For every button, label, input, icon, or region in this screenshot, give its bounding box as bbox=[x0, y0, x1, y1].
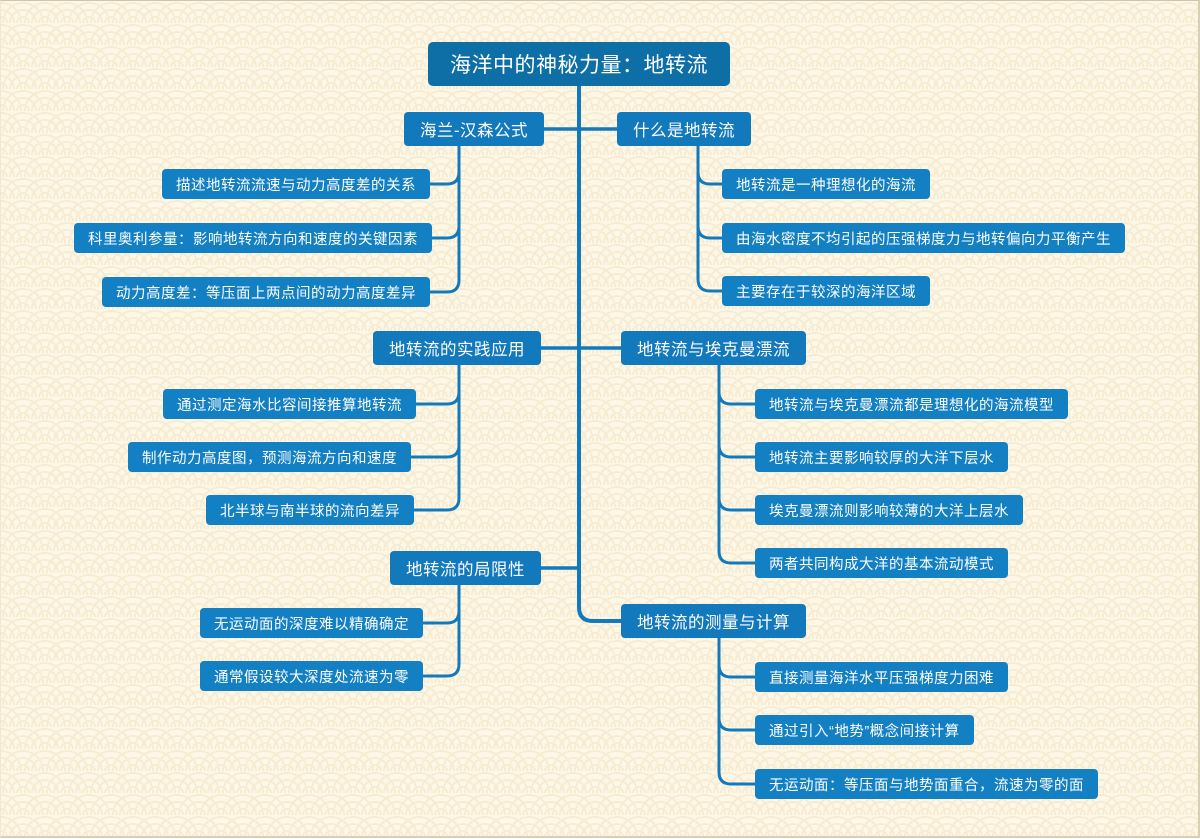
leaf-node-measurement-calculation-1[interactable]: 通过引入“地势”概念间接计算 bbox=[755, 715, 974, 745]
leaf-node-hailan-hansen-0-label: 描述地转流流速与动力高度差的关系 bbox=[176, 177, 416, 194]
branch-node-what-is-geostrophic-label: 什么是地转流 bbox=[633, 122, 735, 140]
leaf-node-practical-application-0-label: 通过测定海水比容间接推算地转流 bbox=[177, 397, 402, 414]
leaf-node-practical-application-1[interactable]: 制作动力高度图，预测海流方向和速度 bbox=[128, 442, 411, 472]
leaf-node-hailan-hansen-2-label: 动力高度差：等压面上两点间的动力高度差异 bbox=[116, 285, 416, 302]
leaf-node-limitations-0[interactable]: 无运动面的深度难以精确确定 bbox=[200, 608, 423, 638]
leaf-node-hailan-hansen-2[interactable]: 动力高度差：等压面上两点间的动力高度差异 bbox=[102, 277, 430, 307]
leaf-node-limitations-1-label: 通常假设较大深度处流速为零 bbox=[214, 669, 409, 686]
leaf-node-hailan-hansen-0[interactable]: 描述地转流流速与动力高度差的关系 bbox=[162, 169, 430, 199]
branch-node-practical-application-label: 地转流的实践应用 bbox=[389, 341, 525, 359]
leaf-node-geostrophic-and-ekman-0-label: 地转流与埃克曼漂流都是理想化的海流模型 bbox=[769, 397, 1054, 414]
leaf-node-measurement-calculation-1-label: 通过引入“地势”概念间接计算 bbox=[769, 723, 960, 740]
branch-node-limitations-label: 地转流的局限性 bbox=[406, 561, 525, 579]
leaf-node-practical-application-0[interactable]: 通过测定海水比容间接推算地转流 bbox=[163, 389, 416, 419]
branch-node-what-is-geostrophic[interactable]: 什么是地转流 bbox=[617, 112, 751, 146]
leaf-node-limitations-0-label: 无运动面的深度难以精确确定 bbox=[214, 616, 409, 633]
leaf-node-what-is-geostrophic-1[interactable]: 由海水密度不均引起的压强梯度力与地转偏向力平衡产生 bbox=[722, 223, 1125, 253]
leaf-node-measurement-calculation-0[interactable]: 直接测量海洋水平压强梯度力困难 bbox=[755, 662, 1008, 692]
leaf-node-what-is-geostrophic-0-label: 地转流是一种理想化的海流 bbox=[736, 177, 916, 194]
leaf-node-hailan-hansen-1[interactable]: 科里奥利参量：影响地转流方向和速度的关键因素 bbox=[74, 223, 432, 253]
leaf-node-measurement-calculation-2-label: 无运动面：等压面与地势面重合，流速为零的面 bbox=[769, 777, 1084, 794]
leaf-node-what-is-geostrophic-1-label: 由海水密度不均引起的压强梯度力与地转偏向力平衡产生 bbox=[736, 231, 1111, 248]
leaf-node-limitations-1[interactable]: 通常假设较大深度处流速为零 bbox=[200, 661, 423, 691]
root-node[interactable]: 海洋中的神秘力量：地转流 bbox=[428, 42, 730, 86]
leaf-node-geostrophic-and-ekman-1-label: 地转流主要影响较厚的大洋下层水 bbox=[769, 450, 994, 467]
leaf-node-geostrophic-and-ekman-1[interactable]: 地转流主要影响较厚的大洋下层水 bbox=[755, 442, 1008, 472]
branch-node-geostrophic-and-ekman[interactable]: 地转流与埃克曼漂流 bbox=[621, 331, 806, 365]
leaf-node-practical-application-2[interactable]: 北半球与南半球的流向差异 bbox=[206, 495, 414, 525]
leaf-node-measurement-calculation-2[interactable]: 无运动面：等压面与地势面重合，流速为零的面 bbox=[755, 769, 1098, 799]
leaf-node-hailan-hansen-1-label: 科里奥利参量：影响地转流方向和速度的关键因素 bbox=[88, 231, 418, 248]
leaf-node-practical-application-1-label: 制作动力高度图，预测海流方向和速度 bbox=[142, 450, 397, 467]
leaf-node-what-is-geostrophic-2[interactable]: 主要存在于较深的海洋区域 bbox=[722, 276, 930, 306]
leaf-node-geostrophic-and-ekman-2[interactable]: 埃克曼漂流则影响较薄的大洋上层水 bbox=[755, 495, 1023, 525]
branch-node-practical-application[interactable]: 地转流的实践应用 bbox=[373, 331, 541, 365]
branch-node-geostrophic-and-ekman-label: 地转流与埃克曼漂流 bbox=[637, 341, 790, 359]
branch-node-measurement-calculation[interactable]: 地转流的测量与计算 bbox=[621, 604, 806, 638]
leaf-node-measurement-calculation-0-label: 直接测量海洋水平压强梯度力困难 bbox=[769, 670, 994, 687]
branch-node-limitations[interactable]: 地转流的局限性 bbox=[390, 551, 541, 585]
leaf-node-what-is-geostrophic-2-label: 主要存在于较深的海洋区域 bbox=[736, 284, 916, 301]
leaf-node-geostrophic-and-ekman-3-label: 两者共同构成大洋的基本流动模式 bbox=[769, 556, 994, 573]
branch-node-hailan-hansen[interactable]: 海兰-汉森公式 bbox=[404, 112, 544, 146]
leaf-node-geostrophic-and-ekman-0[interactable]: 地转流与埃克曼漂流都是理想化的海流模型 bbox=[755, 389, 1068, 419]
branch-node-measurement-calculation-label: 地转流的测量与计算 bbox=[637, 614, 790, 632]
leaf-node-geostrophic-and-ekman-2-label: 埃克曼漂流则影响较薄的大洋上层水 bbox=[769, 503, 1009, 520]
leaf-node-practical-application-2-label: 北半球与南半球的流向差异 bbox=[220, 503, 400, 520]
root-node-label: 海洋中的神秘力量：地转流 bbox=[450, 54, 708, 77]
branch-node-hailan-hansen-label: 海兰-汉森公式 bbox=[420, 122, 528, 140]
leaf-node-what-is-geostrophic-0[interactable]: 地转流是一种理想化的海流 bbox=[722, 169, 930, 199]
leaf-node-geostrophic-and-ekman-3[interactable]: 两者共同构成大洋的基本流动模式 bbox=[755, 548, 1008, 578]
